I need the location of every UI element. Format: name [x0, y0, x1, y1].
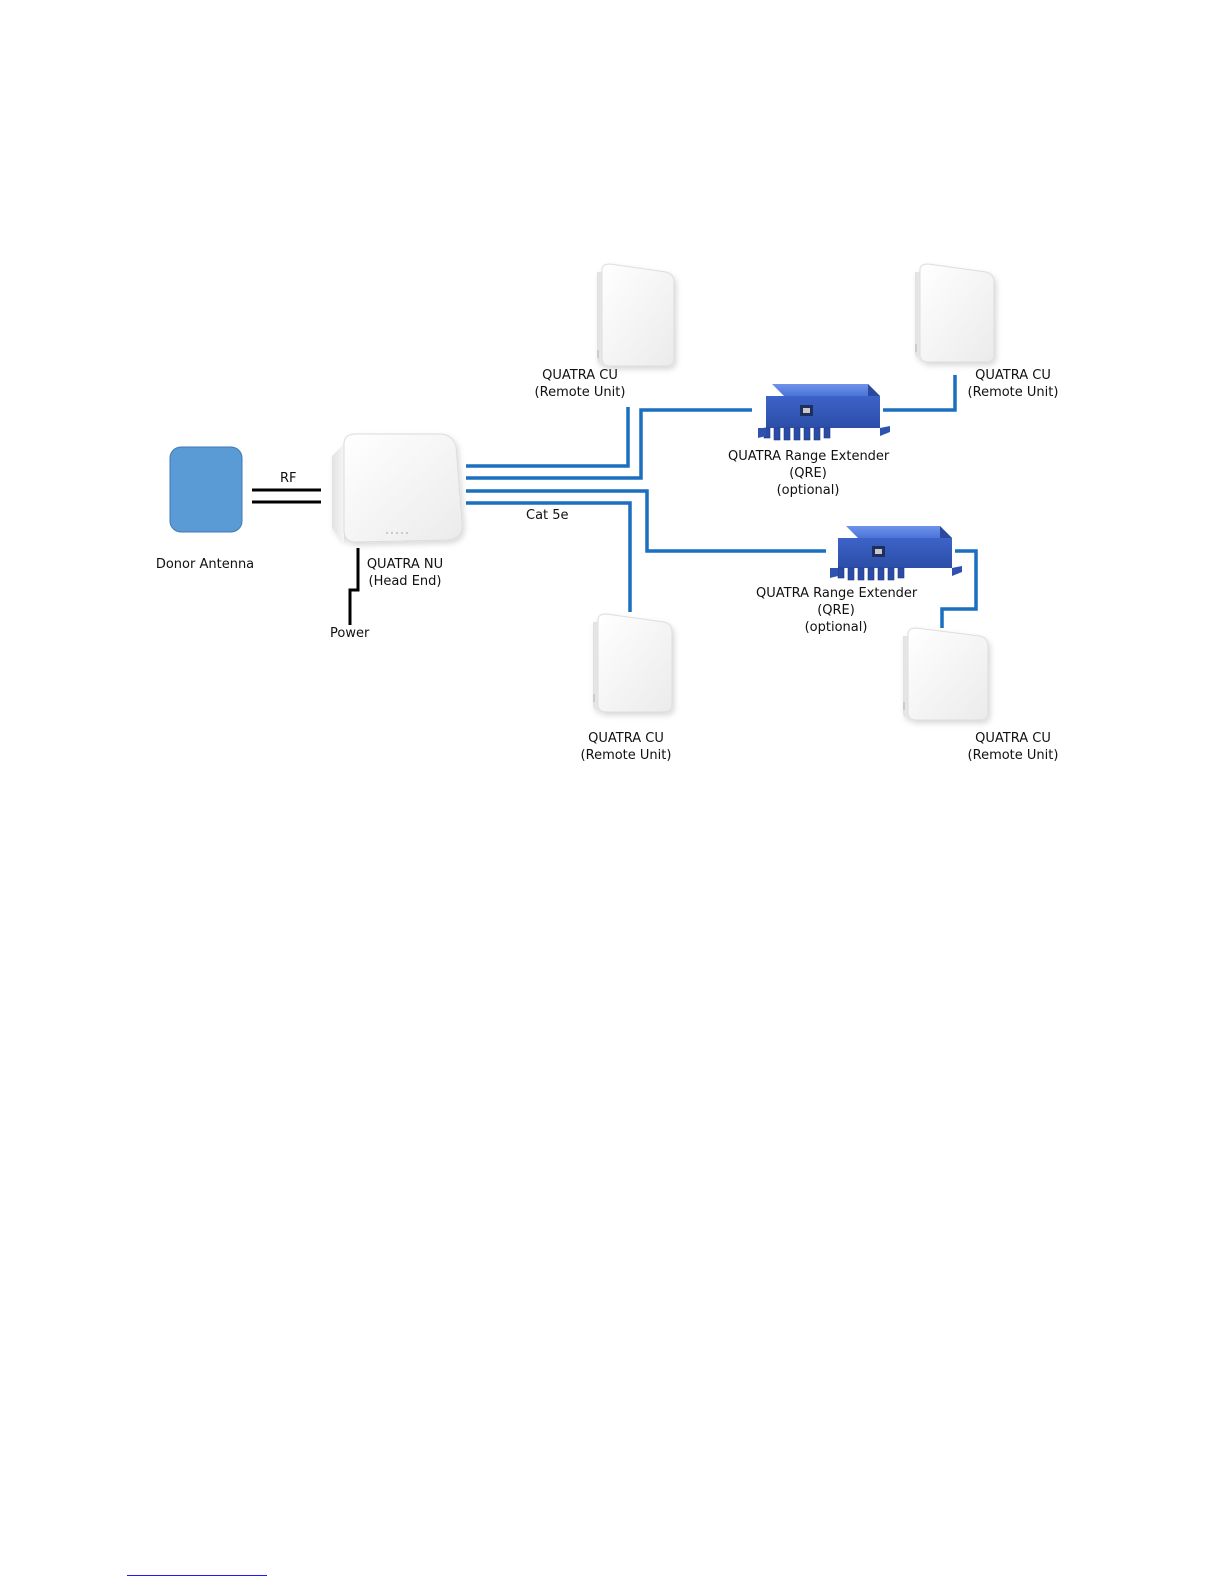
power-label: Power — [330, 625, 369, 642]
qre-top-label: QUATRA Range Extender (QRE) (optional) — [728, 448, 888, 499]
rf-label: RF — [280, 470, 297, 487]
cu-bottom-left-label: QUATRA CU (Remote Unit) — [571, 730, 681, 764]
cu-top-right-label: QUATRA CU (Remote Unit) — [958, 367, 1068, 401]
coverage-unit-icon — [593, 614, 672, 712]
cable-to-qre-bottom — [466, 491, 826, 551]
nu-label: QUATRA NU (Head End) — [350, 556, 460, 590]
cable-to-cu-top-left — [466, 407, 628, 466]
coverage-unit-icon — [597, 264, 674, 366]
network-unit-icon — [332, 434, 462, 542]
cable-to-qre-top — [466, 410, 752, 478]
cable-qre-top-to-cu-top-right — [883, 375, 955, 410]
cat5e-label: Cat 5e — [526, 507, 569, 524]
footnote-separator — [127, 1575, 267, 1576]
rf-link — [252, 490, 321, 502]
donor-antenna-label: Donor Antenna — [150, 556, 260, 573]
coverage-unit-icon — [915, 264, 994, 362]
cu-bottom-right-label: QUATRA CU (Remote Unit) — [958, 730, 1068, 764]
qre-bottom-label: QUATRA Range Extender (QRE) (optional) — [756, 585, 916, 636]
donor-antenna-icon — [170, 447, 242, 532]
range-extender-icon — [758, 384, 890, 440]
coverage-unit-icon — [903, 628, 988, 720]
range-extender-icon — [830, 526, 962, 580]
cu-top-left-label: QUATRA CU (Remote Unit) — [525, 367, 635, 401]
